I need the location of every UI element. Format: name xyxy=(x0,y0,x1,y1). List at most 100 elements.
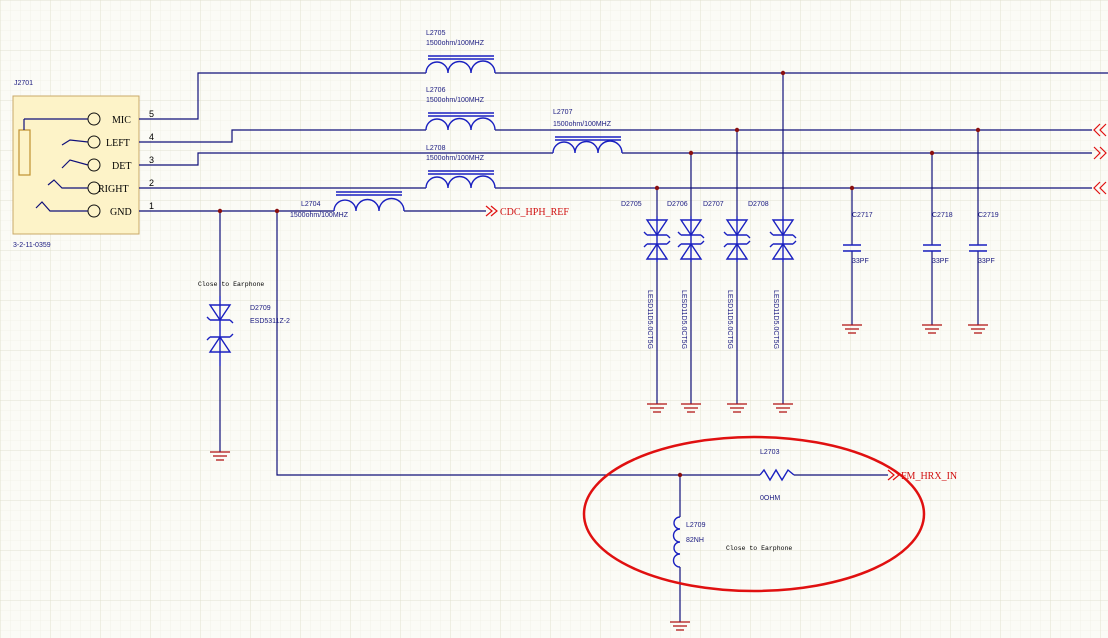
ground-icon xyxy=(968,324,988,334)
d2707-ref: D2707 xyxy=(703,201,724,208)
d2706-ref: D2706 xyxy=(667,201,688,208)
pin-num-3: 3 xyxy=(149,155,154,165)
pin-right-icon xyxy=(87,181,101,195)
connector-j2701[interactable]: J2701 MIC LEFT DET RIGHT GND 3-2-11-0359… xyxy=(12,80,154,249)
wire-left-a xyxy=(139,129,426,143)
d2706-part: LESD11D5.0CT5G xyxy=(680,290,687,349)
junction-dot xyxy=(929,150,935,156)
diode-d2708[interactable]: D2708 LESD11D5.0CT5G xyxy=(748,201,797,349)
junction-dot xyxy=(780,70,786,76)
c2719-value: 33PF xyxy=(978,258,995,265)
net-label-text: CDC_HPH_REF xyxy=(500,207,569,218)
junction-dot xyxy=(688,150,694,156)
pin-label-det: DET xyxy=(112,161,131,172)
inductor-l2709[interactable]: L2709 82NH xyxy=(672,516,706,568)
inductor-l2704[interactable]: L2704 1500ohm/100MHZ xyxy=(290,191,405,219)
l2707-value: 1500ohm/100MHZ xyxy=(553,121,612,128)
ground-icon xyxy=(922,324,942,334)
inductor-coil-icon xyxy=(672,516,681,568)
pin-num-5: 5 xyxy=(149,109,154,119)
junction-dot xyxy=(975,127,981,133)
highlight-ellipse xyxy=(582,435,926,593)
grounds xyxy=(210,324,988,631)
wire-fm-a xyxy=(276,211,760,476)
capacitor-c2717[interactable]: C2717 33PF xyxy=(843,212,873,265)
junction-dot xyxy=(849,185,855,191)
net-label-text: FM_HRX_IN xyxy=(901,471,957,482)
diode-d2707[interactable]: D2707 LESD11D5.0CT5G xyxy=(703,201,751,349)
fm-note: Close to Earphone xyxy=(726,545,792,552)
junction-dot xyxy=(654,185,660,191)
ground-icon xyxy=(210,451,230,461)
offpage-ports xyxy=(1093,123,1107,195)
contact-det-line xyxy=(61,159,89,169)
pin-num-4: 4 xyxy=(149,132,154,142)
d2709-ref: D2709 xyxy=(250,305,271,312)
capacitor-c2718[interactable]: C2718 33PF xyxy=(923,212,953,265)
l2706-ref: L2706 xyxy=(426,87,446,94)
c2718-value: 33PF xyxy=(932,258,949,265)
netlabel-cdc-hph-ref[interactable]: CDC_HPH_REF xyxy=(485,205,569,218)
diode-d2705[interactable]: D2705 LESD11D5.0CT5G xyxy=(621,201,671,349)
l2708-coil-icon xyxy=(425,175,496,189)
l2704-value: 1500ohm/100MHZ xyxy=(290,212,349,219)
l2707-coil-icon xyxy=(552,140,623,154)
pin-gnd-icon xyxy=(87,204,101,218)
c2719-ref: C2719 xyxy=(978,212,999,219)
l2707-ref: L2707 xyxy=(553,109,573,116)
port-arrow-icon xyxy=(1099,181,1107,195)
ground-icon xyxy=(727,403,747,413)
resistor-l2703[interactable]: L2703 0OHM xyxy=(759,449,795,502)
l2704-coil-icon xyxy=(333,197,405,212)
arrow-icon xyxy=(490,205,498,217)
inductor-l2707[interactable]: L2707 1500ohm/100MHZ xyxy=(552,109,623,154)
c2717-value: 33PF xyxy=(852,258,869,265)
d2705-part: LESD11D5.0CT5G xyxy=(646,290,653,349)
pin-mic-icon xyxy=(87,112,101,126)
wires xyxy=(139,72,1108,622)
capacitor-c2719[interactable]: C2719 33PF xyxy=(969,212,999,265)
junction-dot xyxy=(274,208,280,214)
junction-dot xyxy=(217,208,223,214)
diode-d2709[interactable]: Close to Earphone D2709 ESD5311Z-2 xyxy=(198,281,290,366)
ground-icon xyxy=(773,403,793,413)
port-arrow-icon xyxy=(1093,181,1101,195)
ground-icon xyxy=(647,403,667,413)
connector-part: 3-2-11-0359 xyxy=(13,242,51,249)
d2709-part: ESD5311Z-2 xyxy=(250,318,290,325)
d2708-ref: D2708 xyxy=(748,201,769,208)
connector-ref: J2701 xyxy=(14,80,33,87)
inductor-l2705[interactable]: L2705 1500ohm/100MHZ xyxy=(425,30,496,74)
diode-d2706[interactable]: D2706 LESD11D5.0CT5G xyxy=(667,201,705,349)
pin-label-right: RIGHT xyxy=(98,184,129,195)
contact-right-line xyxy=(47,179,88,189)
d2708-part: LESD11D5.0CT5G xyxy=(772,290,779,349)
wire-mic-a xyxy=(139,72,426,120)
l2703-value: 0OHM xyxy=(760,495,780,502)
l2705-coil-icon xyxy=(425,60,496,74)
c2718-ref: C2718 xyxy=(932,212,953,219)
l2705-ref: L2705 xyxy=(426,30,446,37)
d2707-part: LESD11D5.0CT5G xyxy=(726,290,733,349)
port-arrow-icon xyxy=(1099,123,1107,137)
resistor-icon xyxy=(759,468,795,482)
arrow-icon xyxy=(485,205,493,217)
pin-num-2: 2 xyxy=(149,178,154,188)
pin-left-icon xyxy=(87,135,101,149)
pin-num-1: 1 xyxy=(149,201,154,211)
inductor-l2706[interactable]: L2706 1500ohm/100MHZ xyxy=(425,87,496,131)
c2717-ref: C2717 xyxy=(852,212,873,219)
pin-label-left: LEFT xyxy=(106,138,130,149)
ground-icon xyxy=(681,403,701,413)
d2705-ref: D2705 xyxy=(621,201,642,208)
contact-left-line xyxy=(61,139,89,146)
port-arrow-icon xyxy=(1093,123,1101,137)
junction-dot xyxy=(677,472,683,478)
contact-gnd-line xyxy=(35,201,88,212)
inductor-l2708[interactable]: L2708 1500ohm/100MHZ xyxy=(425,145,496,189)
wire-det-a xyxy=(139,152,553,166)
arrow-icon xyxy=(887,469,895,481)
port-arrow-icon xyxy=(1093,146,1101,160)
